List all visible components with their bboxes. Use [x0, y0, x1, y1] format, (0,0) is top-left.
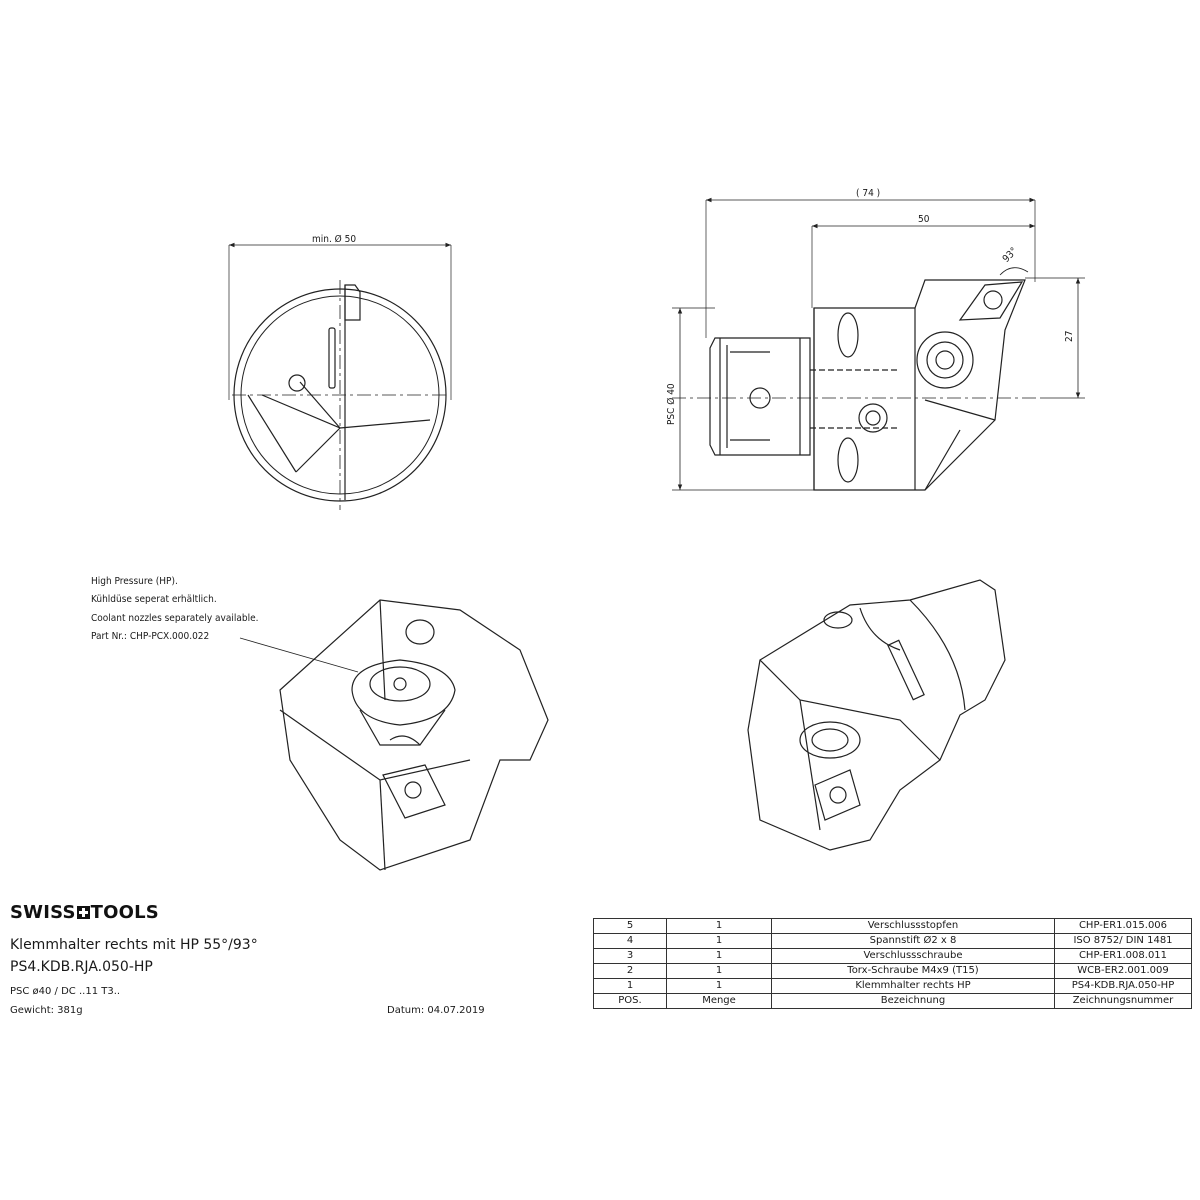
table-cell: 1 — [666, 948, 772, 964]
table-cell: Bezeichnung — [771, 993, 1055, 1009]
table-cell: Spannstift Ø2 x 8 — [771, 933, 1055, 949]
table-cell: PS4-KDB.RJA.050-HP — [1054, 978, 1192, 994]
coolant-note-line-4: Part Nr.: CHP-PCX.000.022 — [91, 631, 209, 642]
table-cell: CHP-ER1.008.011 — [1054, 948, 1192, 964]
title-block: SWISS TOOLS Klemmhalter rechts mit HP 55°… — [10, 900, 590, 1030]
table-cell: 2 — [593, 963, 667, 979]
coolant-note-line-1: High Pressure (HP). — [91, 576, 178, 587]
iso-view-left — [239, 599, 549, 871]
table-cell: 3 — [593, 948, 667, 964]
brand-left: SWISS — [10, 902, 76, 923]
table-cell: Klemmhalter rechts HP — [771, 978, 1055, 994]
spec-text: PSC ø40 / DC ..11 T3.. — [10, 986, 121, 997]
iso-view-right — [747, 579, 1006, 851]
table-cell: Zeichnungsnummer — [1054, 993, 1192, 1009]
head-length-label: 50 — [918, 214, 930, 225]
date-text: Datum: 04.07.2019 — [387, 1005, 485, 1016]
table-cell: 4 — [593, 933, 667, 949]
table-cell: 1 — [666, 978, 772, 994]
coolant-note-line-3: Coolant nozzles separately available. — [91, 613, 259, 624]
table-cell: 5 — [593, 918, 667, 934]
table-cell: Verschlussschraube — [771, 948, 1055, 964]
table-cell: Verschlussstopfen — [771, 918, 1055, 934]
front-diameter-label: min. Ø 50 — [312, 233, 356, 245]
swisstools-logo: SWISS TOOLS — [10, 902, 159, 923]
coolant-note-line-2: Kühldüse seperat erhältlich. — [91, 594, 217, 605]
height-label: 27 — [1064, 331, 1075, 342]
table-cell: WCB-ER2.001.009 — [1054, 963, 1192, 979]
table-cell: POS. — [593, 993, 667, 1009]
table-cell: 1 — [666, 963, 772, 979]
weight-text: Gewicht: 381g — [10, 1005, 83, 1016]
table-cell: Torx-Schraube M4x9 (T15) — [771, 963, 1055, 979]
front-view — [228, 242, 452, 510]
swiss-cross-icon — [76, 906, 90, 919]
table-cell: Menge — [666, 993, 772, 1009]
overall-length-label: ( 74 ) — [856, 188, 880, 199]
drawing-title: Klemmhalter rechts mit HP 55°/93° — [10, 937, 258, 953]
shank-diameter-label: PSC Ø 40 — [665, 383, 677, 425]
table-cell: ISO 8752/ DIN 1481 — [1054, 933, 1192, 949]
table-cell: 1 — [666, 933, 772, 949]
table-cell: 1 — [593, 978, 667, 994]
table-cell: CHP-ER1.015.006 — [1054, 918, 1192, 934]
brand-right: TOOLS — [90, 902, 159, 923]
part-number: PS4.KDB.RJA.050-HP — [10, 959, 153, 975]
side-view — [672, 197, 1085, 491]
table-cell: 1 — [666, 918, 772, 934]
angle-label: 93° — [1001, 246, 1020, 265]
coolant-note: High Pressure (HP). Kühldüse seperat erh… — [91, 576, 259, 642]
